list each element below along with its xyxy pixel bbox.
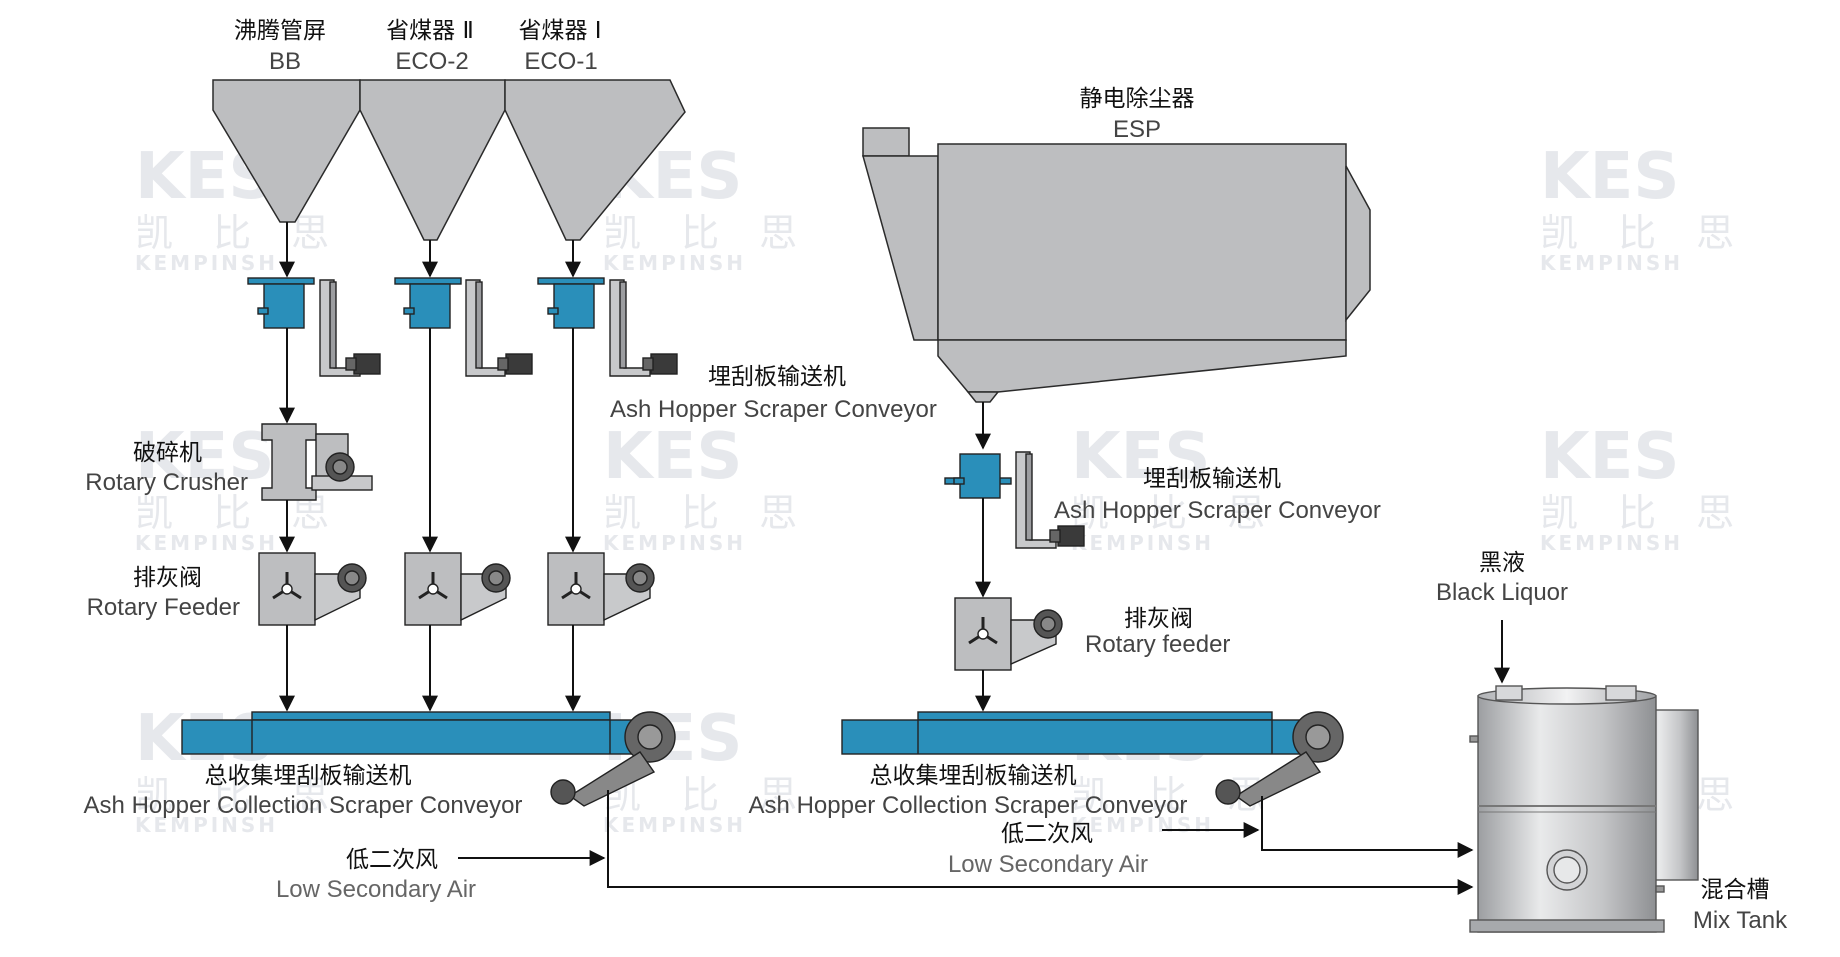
rotary-feeders-left <box>258 552 655 626</box>
hopper-eco1 <box>504 79 686 241</box>
collection-left-label: 总收集埋刮板输送机 Ash Hopper Collection Scraper … <box>84 763 523 819</box>
black-liquor-label: 黑液 Black Liquor <box>1436 550 1568 606</box>
hopper-labels: 沸腾管屏 BB 省煤器 Ⅱ ECO-2 省煤器 Ⅰ ECO-1 <box>234 18 602 75</box>
svg-text:凯 比 思: 凯 比 思 <box>603 211 811 255</box>
collection-left-label-zh: 总收集埋刮板输送机 <box>205 763 412 789</box>
feeder-left-label-zh: 排灰阀 <box>133 565 202 591</box>
feeder-right-label-en: Rotary feeder <box>1085 631 1230 658</box>
svg-text:KEMPINSH: KEMPINSH <box>603 531 746 555</box>
mix-tank-label-en: Mix Tank <box>1693 907 1788 934</box>
air-right-label: 低二次风 Low Secondary Air <box>948 821 1148 878</box>
crusher-label-en: Rotary Crusher <box>85 469 248 496</box>
scraper-right-label-en: Ash Hopper Scraper Conveyor <box>1054 497 1381 524</box>
svg-text:KEMPINSH: KEMPINSH <box>1540 531 1683 555</box>
rotary-crusher <box>261 423 373 501</box>
boiler-hoppers <box>212 79 686 241</box>
svg-text:KES: KES <box>603 420 742 494</box>
collection-right-label: 总收集埋刮板输送机 Ash Hopper Collection Scraper … <box>749 763 1188 819</box>
svg-text:KEMPINSH: KEMPINSH <box>603 813 746 837</box>
rotary-feeder-3 <box>547 552 655 626</box>
svg-text:KEMPINSH: KEMPINSH <box>135 531 278 555</box>
feeder-right-label: 排灰阀 Rotary feeder <box>1085 606 1230 658</box>
svg-text:KES: KES <box>1540 140 1679 214</box>
svg-text:KEMPINSH: KEMPINSH <box>603 251 746 275</box>
mix-tank-label-zh: 混合槽 <box>1701 877 1770 903</box>
esp-label-en: ESP <box>1113 116 1161 143</box>
hopper-bb-label-en: BB <box>269 48 301 75</box>
esp-unit <box>862 127 1371 403</box>
scraper-left-label-en: Ash Hopper Scraper Conveyor <box>610 396 937 423</box>
scraper-unit-1 <box>247 277 381 377</box>
air-left-label-zh: 低二次风 <box>346 847 438 873</box>
air-left-label-en: Low Secondary Air <box>276 876 476 903</box>
air-right-label-zh: 低二次风 <box>1001 821 1093 847</box>
air-and-outlet-lines <box>458 790 1474 895</box>
crusher-label: 破碎机 Rotary Crusher <box>85 440 248 496</box>
svg-text:凯 比 思: 凯 比 思 <box>135 211 343 255</box>
svg-text:凯 比 思: 凯 比 思 <box>603 491 811 535</box>
svg-text:KEMPINSH: KEMPINSH <box>1071 531 1214 555</box>
black-liquor-label-zh: 黑液 <box>1479 550 1525 576</box>
air-left-label: 低二次风 Low Secondary Air <box>276 847 476 903</box>
esp-label-zh: 静电除尘器 <box>1080 86 1195 112</box>
mix-tank <box>1469 685 1699 933</box>
svg-text:KES: KES <box>135 420 274 494</box>
scraper-unit-right <box>944 451 1085 549</box>
svg-text:KEMPINSH: KEMPINSH <box>135 813 278 837</box>
collection-conveyor-left <box>181 711 676 807</box>
svg-text:凯 比 思: 凯 比 思 <box>1540 211 1748 255</box>
rotary-feeder-1 <box>258 552 367 626</box>
svg-text:凯 比 思: 凯 比 思 <box>135 773 343 817</box>
crusher-label-zh: 破碎机 <box>133 440 202 466</box>
feeder-left-label: 排灰阀 Rotary Feeder <box>87 565 240 621</box>
svg-text:KEMPINSH: KEMPINSH <box>1540 251 1683 275</box>
esp-label: 静电除尘器 ESP <box>1080 86 1195 143</box>
scraper-left-label: 埋刮板输送机 Ash Hopper Scraper Conveyor <box>610 364 937 423</box>
black-liquor-label-en: Black Liquor <box>1436 579 1568 606</box>
hopper-eco2-label-zh: 省煤器 Ⅱ <box>386 18 474 44</box>
flow-arrows-left <box>279 222 581 712</box>
hopper-eco1-label-en: ECO-1 <box>524 48 597 75</box>
svg-text:KES: KES <box>1540 420 1679 494</box>
svg-text:KEMPINSH: KEMPINSH <box>1071 813 1214 837</box>
feeder-right-label-zh: 排灰阀 <box>1124 606 1193 632</box>
svg-text:KES: KES <box>1071 420 1210 494</box>
hopper-bb-label-zh: 沸腾管屏 <box>234 18 326 44</box>
scraper-unit-2 <box>394 277 533 377</box>
svg-text:KEMPINSH: KEMPINSH <box>135 251 278 275</box>
scraper-left-label-zh: 埋刮板输送机 <box>708 364 846 390</box>
hopper-eco2 <box>359 79 506 241</box>
svg-text:凯 比 思: 凯 比 思 <box>1540 491 1748 535</box>
collection-left-label-en: Ash Hopper Collection Scraper Conveyor <box>84 792 523 819</box>
hopper-eco2-label-en: ECO-2 <box>395 48 468 75</box>
rotary-feeder-right <box>954 597 1063 671</box>
collection-right-label-zh: 总收集埋刮板输送机 <box>870 763 1077 789</box>
air-right-label-en: Low Secondary Air <box>948 851 1148 878</box>
hopper-eco1-label-zh: 省煤器 Ⅰ <box>518 18 601 44</box>
mix-tank-label: 混合槽 Mix Tank <box>1693 877 1788 934</box>
scraper-right-label-zh: 埋刮板输送机 <box>1143 466 1281 492</box>
collection-conveyor-right <box>841 711 1344 807</box>
collection-right-label-en: Ash Hopper Collection Scraper Conveyor <box>749 792 1188 819</box>
rotary-feeder-2 <box>404 552 511 626</box>
hopper-scraper-units <box>247 277 678 377</box>
scraper-right-label: 埋刮板输送机 Ash Hopper Scraper Conveyor <box>1054 466 1381 524</box>
feeder-left-label-en: Rotary Feeder <box>87 594 240 621</box>
svg-text:凯 比 思: 凯 比 思 <box>1071 491 1279 535</box>
scraper-unit-3 <box>537 277 678 377</box>
